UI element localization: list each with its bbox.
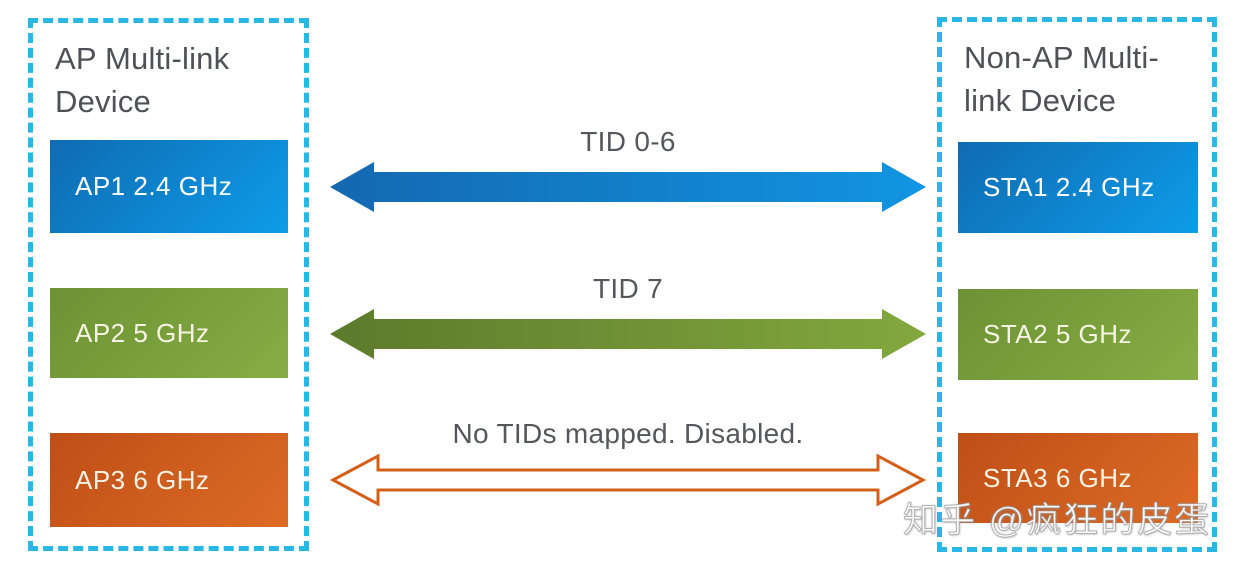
node-sta3-6g: STA3 6 GHz — [958, 433, 1198, 523]
ap-mld-panel: AP Multi-link Device — [28, 18, 309, 551]
double-arrow-icon — [330, 309, 926, 359]
node-sta2-label: STA2 5 GHz — [983, 319, 1133, 349]
zhihu-watermark: 知乎 @疯狂的皮蛋 — [902, 501, 1212, 541]
non-ap-mld-title: Non-AP Multi-link Device — [964, 40, 1159, 119]
node-sta1-label: STA1 2.4 GHz — [983, 172, 1155, 202]
link-tid7-label: TID 7 — [593, 273, 663, 304]
node-ap3-label: AP3 6 GHz — [75, 464, 210, 495]
non-ap-mld-panel: Non-AP Multi-link Device — [937, 17, 1217, 552]
node-ap1-label: AP1 2.4 GHz — [75, 171, 233, 201]
link-tid0-6-label: TID 0-6 — [580, 126, 676, 157]
node-ap3-6g: AP3 6 GHz — [50, 433, 288, 527]
ap-mld-title: AP Multi-link Device — [55, 41, 230, 120]
link-disabled-label: No TIDs mapped. Disabled. — [452, 418, 804, 449]
double-arrow-icon — [330, 162, 926, 212]
node-ap2-label: AP2 5 GHz — [75, 317, 210, 348]
node-ap2-5g: AP2 5 GHz — [50, 288, 288, 378]
node-sta2-5g: STA2 5 GHz — [958, 289, 1198, 380]
node-ap1-2g4: AP1 2.4 GHz — [50, 140, 288, 233]
node-sta1-2g4: STA1 2.4 GHz — [958, 142, 1198, 233]
node-sta3-label: STA3 6 GHz — [983, 462, 1133, 493]
hollow-double-arrow-icon — [330, 453, 926, 507]
